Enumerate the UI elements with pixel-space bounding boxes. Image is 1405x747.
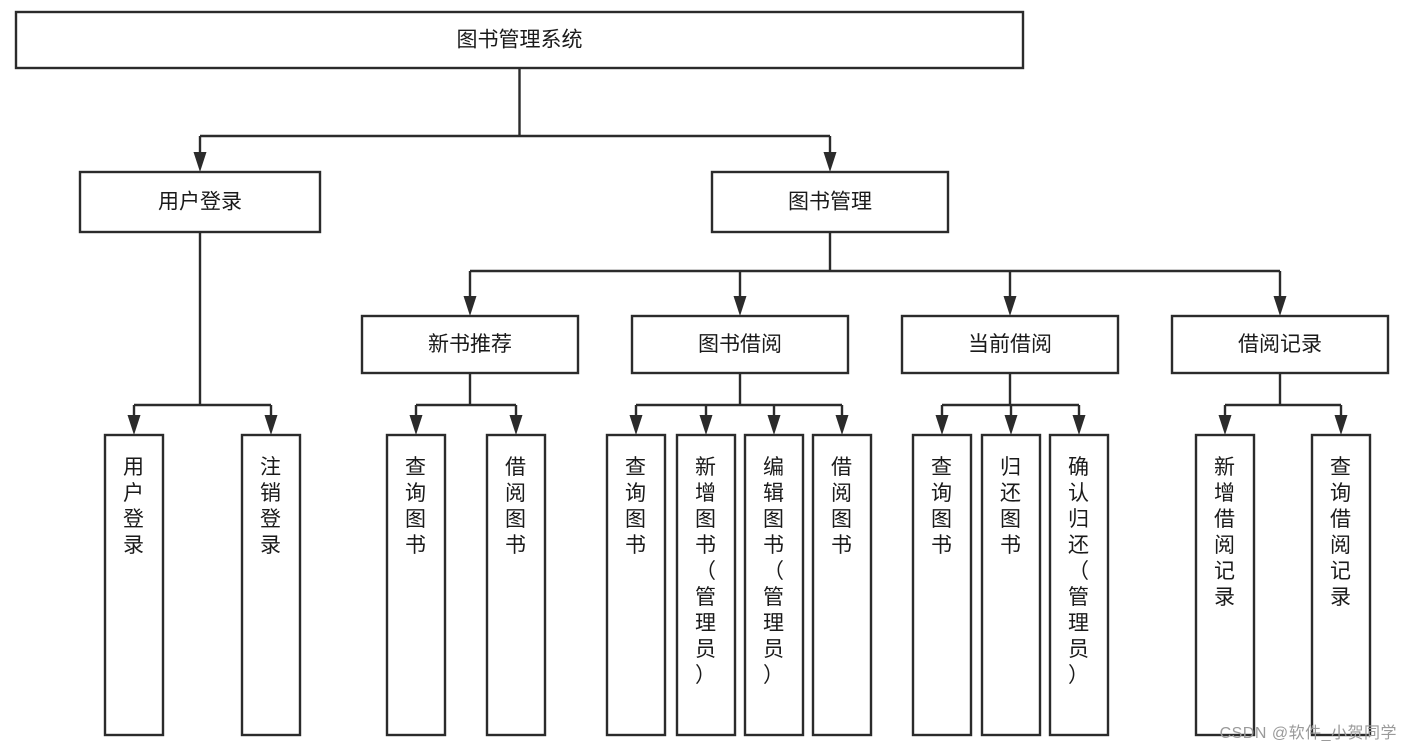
arrow-head-leaf_new_query <box>409 415 423 435</box>
node-label-leaf-r-query: 查询借阅记录 <box>1330 456 1352 609</box>
node-label-l3-newbook: 新书推荐 <box>428 333 512 356</box>
node-leaf-b-query[interactable]: 查询图书 <box>605 433 667 737</box>
arrow-head-leaf_b_add <box>699 415 713 435</box>
node-label-leaf-user-logout: 注销登录 <box>260 456 282 557</box>
node-leaf-c-query[interactable]: 查询图书 <box>911 433 973 737</box>
node-l3-borrow[interactable]: 图书借阅 <box>630 314 850 375</box>
node-l2-book[interactable]: 图书管理 <box>710 170 950 234</box>
node-label-l2-book: 图书管理 <box>788 191 872 214</box>
node-leaf-b-add[interactable]: 新增图书（管理员） <box>675 433 737 737</box>
arrow-head-l2_book <box>823 152 837 172</box>
arrow-head-l3_borrow <box>733 296 747 316</box>
node-label-leaf-b-add: 新增图书（管理员） <box>695 456 717 687</box>
node-box-l2-user <box>78 170 322 234</box>
node-label-leaf-c-confirm: 确认归还（管理员） <box>1068 456 1090 687</box>
node-leaf-user-logout[interactable]: 注销登录 <box>240 433 302 737</box>
arrow-head-leaf_r_query <box>1334 415 1348 435</box>
node-box-leaf-user-login <box>103 433 165 737</box>
node-box-l3-record <box>1170 314 1390 375</box>
node-leaf-b-edit[interactable]: 编辑图书（管理员） <box>743 433 805 737</box>
arrow-head-leaf_user_login <box>127 415 141 435</box>
node-box-leaf-new-borrow <box>485 433 547 737</box>
node-label-leaf-r-add: 新增借阅记录 <box>1214 456 1236 609</box>
node-label-l3-current: 当前借阅 <box>968 333 1052 356</box>
node-label-leaf-c-query: 查询图书 <box>931 456 953 557</box>
arrow-head-leaf_c_return <box>1004 415 1018 435</box>
node-box-leaf-c-return <box>980 433 1042 737</box>
node-box-leaf-b-add <box>675 433 737 737</box>
node-box-leaf-c-confirm <box>1048 433 1110 737</box>
node-box-root <box>14 10 1025 70</box>
node-box-leaf-b-borrow <box>811 433 873 737</box>
node-l3-newbook[interactable]: 新书推荐 <box>360 314 580 375</box>
node-box-l3-newbook <box>360 314 580 375</box>
arrow-head-leaf_c_confirm <box>1072 415 1086 435</box>
node-label-leaf-new-borrow: 借阅图书 <box>505 456 527 557</box>
arrow-head-l3_newbook <box>463 296 477 316</box>
node-box-leaf-user-logout <box>240 433 302 737</box>
arrow-head-leaf_r_add <box>1218 415 1232 435</box>
edges-layer <box>127 68 1348 435</box>
arrow-head-l3_current <box>1003 296 1017 316</box>
node-l2-user[interactable]: 用户登录 <box>78 170 322 234</box>
node-label-l2-user: 用户登录 <box>158 191 242 214</box>
node-label-l3-borrow: 图书借阅 <box>698 333 782 356</box>
node-box-l2-book <box>710 170 950 234</box>
node-leaf-b-borrow[interactable]: 借阅图书 <box>811 433 873 737</box>
node-leaf-r-query[interactable]: 查询借阅记录 <box>1310 433 1372 737</box>
node-label-leaf-b-query: 查询图书 <box>625 456 647 557</box>
node-label-leaf-c-return: 归还图书 <box>1000 456 1022 557</box>
arrow-head-leaf_c_query <box>935 415 949 435</box>
arrow-head-leaf_b_query <box>629 415 643 435</box>
arrow-head-leaf_new_borrow <box>509 415 523 435</box>
node-leaf-r-add[interactable]: 新增借阅记录 <box>1194 433 1256 737</box>
node-leaf-c-confirm[interactable]: 确认归还（管理员） <box>1048 433 1110 737</box>
node-box-leaf-new-query <box>385 433 447 737</box>
node-box-leaf-r-query <box>1310 433 1372 737</box>
node-leaf-new-borrow[interactable]: 借阅图书 <box>485 433 547 737</box>
nodes-layer: 图书管理系统用户登录图书管理新书推荐图书借阅当前借阅借阅记录用户登录注销登录查询… <box>14 10 1390 737</box>
node-leaf-c-return[interactable]: 归还图书 <box>980 433 1042 737</box>
node-label-leaf-user-login: 用户登录 <box>123 456 145 557</box>
arrow-head-l3_record <box>1273 296 1287 316</box>
node-root[interactable]: 图书管理系统 <box>14 10 1025 70</box>
node-label-leaf-b-edit: 编辑图书（管理员） <box>763 456 785 687</box>
node-leaf-new-query[interactable]: 查询图书 <box>385 433 447 737</box>
node-leaf-user-login[interactable]: 用户登录 <box>103 433 165 737</box>
node-box-leaf-b-query <box>605 433 667 737</box>
node-label-leaf-new-query: 查询图书 <box>405 456 427 557</box>
node-l3-current[interactable]: 当前借阅 <box>900 314 1120 375</box>
node-box-l3-current <box>900 314 1120 375</box>
csdn-watermark: CSDN @软件_小贺同学 <box>1219 725 1397 742</box>
node-box-leaf-b-edit <box>743 433 805 737</box>
node-box-leaf-r-add <box>1194 433 1256 737</box>
node-label-leaf-b-borrow: 借阅图书 <box>831 456 853 557</box>
node-box-leaf-c-query <box>911 433 973 737</box>
arrow-head-leaf_b_borrow <box>835 415 849 435</box>
arrow-head-l2_user <box>193 152 207 172</box>
node-label-l3-record: 借阅记录 <box>1238 333 1322 356</box>
arrow-head-leaf_user_logout <box>264 415 278 435</box>
node-box-l3-borrow <box>630 314 850 375</box>
arrow-head-leaf_b_edit <box>767 415 781 435</box>
node-label-root: 图书管理系统 <box>457 29 583 52</box>
node-l3-record[interactable]: 借阅记录 <box>1170 314 1390 375</box>
